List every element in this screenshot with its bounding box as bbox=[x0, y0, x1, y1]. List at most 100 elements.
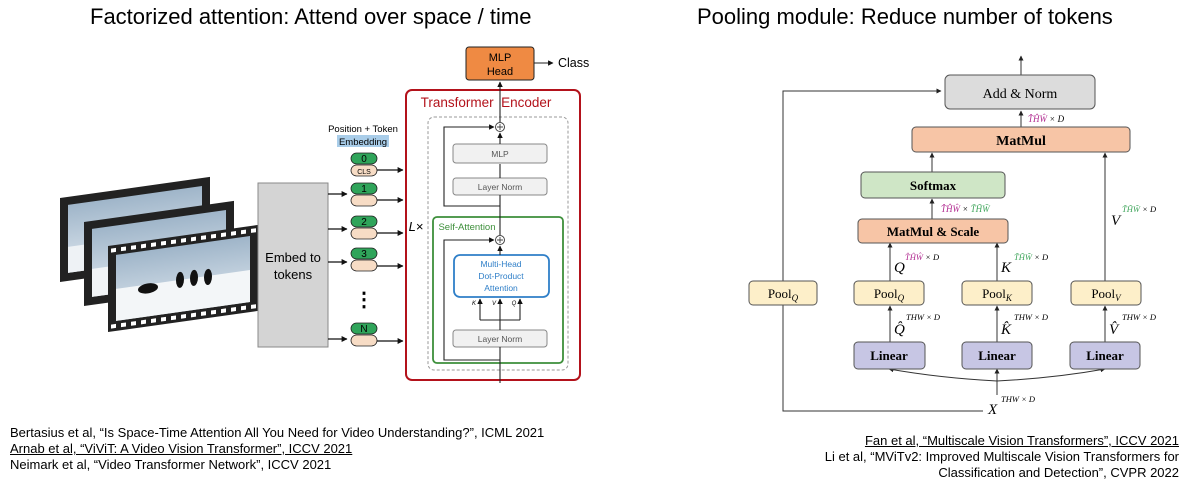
matmul-output-dim-d: × D bbox=[1047, 114, 1065, 124]
mhdpa-line3: Attention bbox=[484, 283, 518, 293]
linear-k-label: Linear bbox=[978, 348, 1016, 363]
pool-k-box bbox=[961, 280, 1033, 306]
x-input-dim: THW × D bbox=[1001, 394, 1036, 404]
k-dim-d: × D bbox=[1032, 252, 1049, 262]
softmax-input-dim-a: T̂ĤŴ bbox=[941, 204, 962, 214]
v-dim: T̃H̃W̃ × D bbox=[1122, 204, 1157, 214]
matmul-scale-label: MatMul & Scale bbox=[887, 224, 980, 239]
softmax-box bbox=[860, 171, 1006, 199]
softmax-input-dim-b: T̃H̃W̃ bbox=[971, 204, 992, 214]
softmax-label: Softmax bbox=[910, 178, 957, 193]
pool-q-box bbox=[853, 280, 925, 306]
pool-v-text: Pool bbox=[1091, 286, 1115, 301]
mhdpa-line2: Dot-Product bbox=[478, 271, 524, 281]
q-dim: T̂ĤŴ × D bbox=[905, 252, 940, 262]
reference-li-line1: Li et al, “MViTv2: Improved Multiscale V… bbox=[824, 449, 1179, 464]
k-input-label: K bbox=[472, 301, 477, 307]
mlp-head-line1: MLP bbox=[489, 52, 512, 64]
matmul-label: MatMul bbox=[996, 134, 1046, 149]
pooling-module-diagram: Add & Norm MatMul T̂ĤŴ × D Softmax T̂H… bbox=[748, 55, 1157, 418]
matmul-output-dim: T̂ĤŴ × D bbox=[1028, 114, 1065, 124]
left-panel-title: Factorized attention: Attend over space … bbox=[90, 4, 532, 29]
embed-to-tokens-box bbox=[257, 182, 329, 348]
layer-norm-bottom-label: Layer Norm bbox=[478, 334, 522, 344]
vhat-dim: THW × D bbox=[1122, 312, 1157, 322]
v-input-label: V bbox=[492, 301, 497, 307]
cls-label: CLS bbox=[357, 169, 371, 176]
pool-k-label: PoolK bbox=[982, 286, 1013, 303]
position-embedding-label-line2: Embedding bbox=[339, 137, 387, 148]
qhat-label: Q̂ bbox=[894, 321, 905, 338]
pool-v-box bbox=[1070, 280, 1142, 306]
embed-label-line1: Embed to bbox=[265, 250, 321, 265]
q-input-label: Q bbox=[512, 301, 517, 307]
softmax-input-dim: T̂ĤŴ × T̃H̃W̃ bbox=[941, 204, 991, 214]
reference-li-line2: Classification and Detection”, CVPR 2022 bbox=[938, 465, 1179, 480]
token-1-label: 1 bbox=[361, 184, 367, 195]
token-2-label: 2 bbox=[361, 217, 367, 228]
encoder-block-dashed bbox=[427, 116, 569, 371]
position-embedding-label-line1: Position + Token bbox=[328, 124, 398, 135]
mhdpa-line1: Multi-Head bbox=[480, 259, 521, 269]
right-panel-title: Pooling module: Reduce number of tokens bbox=[697, 4, 1113, 29]
linear-v-label: Linear bbox=[1086, 348, 1124, 363]
matmul-output-dim-shape: T̂ĤŴ bbox=[1028, 114, 1049, 124]
k-dim-shape: T̃H̃W̃ bbox=[1014, 252, 1033, 262]
class-label: Class bbox=[558, 56, 589, 70]
token-n: N bbox=[350, 322, 378, 347]
self-attention-box bbox=[432, 216, 564, 364]
mhdpa-box bbox=[453, 254, 550, 298]
reference-bertasius: Bertasius et al, “Is Space-Time Attentio… bbox=[10, 425, 545, 440]
v-dim-d: × D bbox=[1140, 204, 1157, 214]
v-label: V bbox=[1111, 213, 1122, 229]
token-1: 1 bbox=[350, 182, 378, 207]
pool-main-label: PoolQ bbox=[768, 286, 799, 303]
q-dim-d: × D bbox=[923, 252, 940, 262]
k-label: K bbox=[1000, 260, 1012, 276]
linear-v-box bbox=[1069, 341, 1141, 370]
pool-main-box bbox=[748, 280, 818, 306]
residual-skip-bottom bbox=[443, 237, 500, 361]
linear-k-box bbox=[961, 341, 1033, 370]
q-label: Q bbox=[894, 260, 905, 276]
add-norm-label: Add & Norm bbox=[983, 87, 1058, 102]
token-ellipsis: ⋮ bbox=[354, 289, 374, 311]
khat-label: K̂ bbox=[1000, 322, 1012, 338]
token-0: 0 CLS bbox=[350, 152, 378, 177]
self-attention-label: Self-Attention bbox=[438, 222, 495, 233]
pool-v-sub: V bbox=[1115, 293, 1122, 303]
pool-k-text: Pool bbox=[982, 286, 1006, 301]
mlp-head-line2: Head bbox=[487, 66, 513, 78]
reference-fan-link[interactable]: Fan et al, “Multiscale Vision Transforme… bbox=[864, 433, 1179, 448]
layer-norm-top-label: Layer Norm bbox=[478, 182, 522, 192]
references-left: Bertasius et al, “Is Space-Time Attentio… bbox=[10, 425, 544, 473]
pool-q-sub: Q bbox=[898, 293, 905, 303]
pool-v-label: PoolV bbox=[1091, 286, 1122, 303]
references-right: Fan et al, “Multiscale Vision Transforme… bbox=[825, 433, 1179, 481]
token-0-label: 0 bbox=[361, 154, 367, 165]
v-dim-shape: T̃H̃W̃ bbox=[1122, 204, 1141, 214]
linear-q-box bbox=[853, 341, 926, 370]
reference-arnab-link[interactable]: Arnab et al, “ViViT: A Video Vision Tran… bbox=[10, 441, 353, 456]
x-input-label: X bbox=[987, 402, 998, 418]
factorized-attention-diagram: Embed to tokens Position + Token Embeddi… bbox=[60, 46, 589, 383]
skip-connection-line bbox=[782, 88, 983, 412]
matmul-scale-box bbox=[857, 218, 1009, 244]
transformer-encoder-title: Transformer Encoder bbox=[421, 95, 552, 110]
matmul-box bbox=[911, 126, 1131, 153]
pool-main-sub: Q bbox=[792, 293, 799, 303]
transformer-encoder-box bbox=[405, 89, 581, 381]
add-norm-box bbox=[944, 74, 1096, 110]
vhat-label: V̂ bbox=[1109, 322, 1120, 338]
token-n-label: N bbox=[360, 324, 367, 335]
qhat-dim: THW × D bbox=[906, 312, 941, 322]
token-2: 2 bbox=[350, 215, 378, 240]
embed-label-line2: tokens bbox=[274, 267, 313, 282]
pool-q-label: PoolQ bbox=[874, 286, 905, 303]
linear-q-label: Linear bbox=[870, 348, 908, 363]
token-3-label: 3 bbox=[361, 249, 367, 260]
q-dim-shape: T̂ĤŴ bbox=[905, 252, 924, 262]
reference-neimark: Neimark et al, “Video Transformer Networ… bbox=[10, 457, 332, 472]
layer-repeat-label: L× bbox=[409, 219, 424, 234]
mlp-box-label: MLP bbox=[491, 149, 509, 159]
